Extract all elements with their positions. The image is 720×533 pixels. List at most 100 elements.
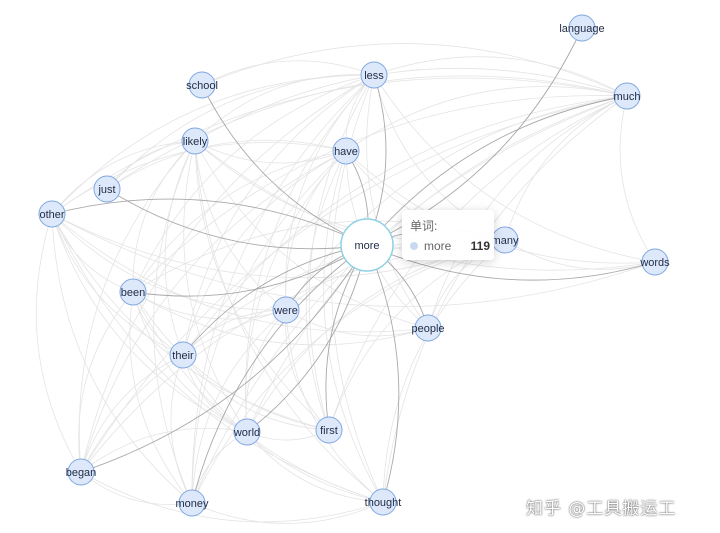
node-circle-words[interactable]	[641, 248, 669, 276]
node-circle-people[interactable]	[414, 314, 442, 342]
node-circle-their[interactable]	[169, 341, 197, 369]
node-label-language: language	[559, 23, 604, 35]
node-label-thought: thought	[365, 497, 402, 509]
node-label-began: began	[66, 467, 97, 479]
node-have[interactable]: have	[332, 137, 360, 165]
edge-other-money	[51, 213, 193, 504]
edge-been-people	[132, 291, 429, 346]
node-label-been: been	[121, 287, 145, 299]
edge-world-thought	[246, 431, 384, 503]
node-circle-been[interactable]	[119, 278, 147, 306]
node-school[interactable]: school	[186, 71, 218, 99]
edge-less-school	[201, 60, 375, 86]
edge-more-school	[201, 84, 368, 246]
node-circle-have[interactable]	[332, 137, 360, 165]
edge-less-began	[80, 74, 375, 473]
node-were[interactable]: were	[272, 296, 300, 324]
node-thought[interactable]: thought	[365, 488, 402, 516]
edge-less-first	[308, 74, 375, 431]
edge-much-been	[132, 95, 628, 293]
edge-other-words	[51, 213, 656, 307]
node-label-school: school	[186, 80, 218, 92]
edge-many-words	[504, 239, 656, 270]
node-label-first: first	[320, 425, 338, 437]
edge-less-their	[182, 74, 375, 356]
edge-less-likely	[194, 74, 375, 142]
tooltip-row: more 119	[410, 239, 490, 253]
node-circle-began[interactable]	[67, 458, 95, 486]
edge-other-thought	[51, 213, 384, 503]
node-more[interactable]: more	[340, 218, 394, 272]
node-label-other: other	[39, 209, 64, 221]
edge-much-world	[246, 95, 628, 433]
node-circle-money[interactable]	[178, 489, 206, 517]
edge-other-world	[51, 213, 248, 433]
node-label-world: world	[233, 427, 260, 439]
edge-less-people	[366, 74, 429, 329]
node-circle-likely[interactable]	[181, 127, 209, 155]
node-label-their: their	[172, 350, 194, 362]
node-label-have: have	[334, 146, 358, 158]
edge-have-their	[182, 150, 347, 356]
node-words[interactable]: words	[639, 248, 670, 276]
node-their[interactable]: their	[169, 341, 197, 369]
edge-began-money	[80, 471, 193, 506]
node-first[interactable]: first	[315, 416, 343, 444]
edge-more-just	[106, 188, 368, 250]
node-much[interactable]: much	[613, 82, 641, 110]
edge-world-began	[80, 427, 248, 473]
edge-were-first	[285, 309, 330, 431]
node-circle-school[interactable]	[188, 71, 216, 99]
node-money[interactable]: money	[175, 489, 209, 517]
edge-were-world	[245, 309, 287, 433]
node-circle-much[interactable]	[613, 82, 641, 110]
edge-less-world	[245, 74, 375, 433]
node-likely[interactable]: likely	[181, 127, 209, 155]
node-circle-less[interactable]	[360, 61, 388, 89]
edge-likely-money	[153, 140, 196, 504]
edge-more-their	[182, 244, 368, 356]
node-circle-other[interactable]	[38, 200, 66, 228]
node-world[interactable]: world	[233, 418, 261, 446]
node-just[interactable]: just	[93, 175, 121, 203]
node-circle-language[interactable]	[568, 14, 596, 42]
node-circle-just[interactable]	[93, 175, 121, 203]
edge-much-their	[182, 95, 628, 356]
edge-have-just	[106, 139, 347, 190]
edge-other-their	[51, 213, 184, 356]
edge-less-just	[106, 74, 375, 190]
node-other[interactable]: other	[38, 200, 66, 228]
node-began[interactable]: began	[66, 458, 97, 486]
node-been[interactable]: been	[119, 278, 147, 306]
node-circle-thought[interactable]	[369, 488, 397, 516]
watermark: 知乎 @工具搬运工	[526, 499, 677, 519]
node-label-were: were	[273, 305, 298, 317]
node-label-just: just	[97, 184, 115, 196]
edge-likely-their	[164, 140, 196, 356]
node-less[interactable]: less	[360, 61, 388, 89]
node-circle-more[interactable]	[340, 218, 394, 272]
edge-more-been	[132, 244, 368, 297]
edge-their-began	[80, 354, 184, 473]
edge-much-were	[285, 95, 628, 311]
edge-more-began	[80, 244, 368, 473]
node-label-likely: likely	[183, 136, 208, 148]
edge-their-money	[170, 354, 193, 504]
edge-much-less	[373, 56, 628, 97]
node-many[interactable]: many	[491, 226, 519, 254]
node-circle-first[interactable]	[315, 416, 343, 444]
edge-more-thought	[366, 244, 400, 503]
node-circle-were[interactable]	[272, 296, 300, 324]
edge-other-people	[51, 213, 429, 333]
node-label-many: many	[492, 235, 519, 247]
edge-have-world	[245, 150, 347, 433]
edge-much-many	[504, 95, 628, 241]
node-language[interactable]: language	[559, 14, 605, 42]
edge-likely-other	[51, 140, 196, 215]
node-circle-world[interactable]	[233, 418, 261, 446]
node-people[interactable]: people	[411, 314, 445, 342]
edge-other-first	[51, 213, 330, 431]
edge-were-people	[285, 309, 429, 337]
edge-have-began	[80, 150, 347, 473]
